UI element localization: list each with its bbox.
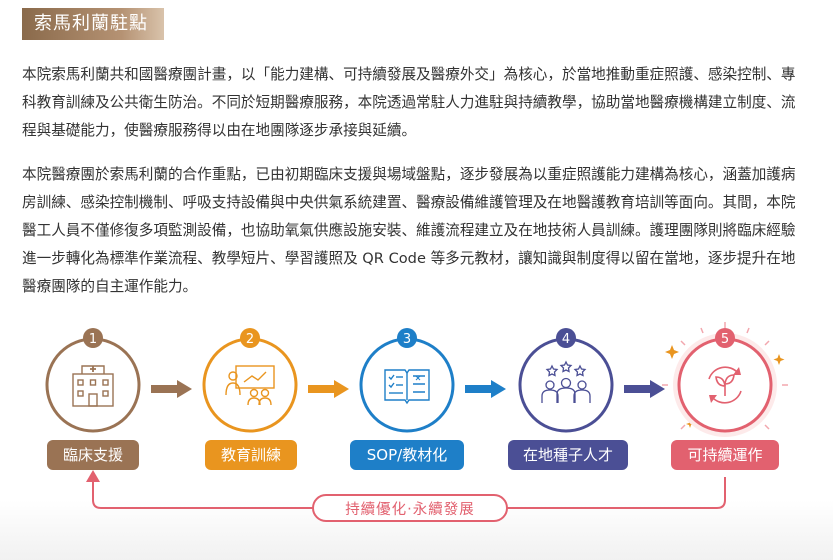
arrow-1-2 bbox=[151, 380, 192, 398]
step-1-number: 1 bbox=[89, 332, 97, 347]
section-title: 索馬利蘭駐點 bbox=[22, 8, 164, 40]
sustainability-icon bbox=[708, 366, 742, 404]
sparkle-icons bbox=[665, 345, 785, 428]
feedback-arrowhead bbox=[86, 470, 100, 482]
step-3-node bbox=[359, 328, 455, 433]
step-1-label: 臨床支援 bbox=[47, 440, 139, 470]
feedback-loop-label: 持續優化‧永續發展 bbox=[312, 494, 508, 522]
step-2-label: 教育訓練 bbox=[205, 440, 297, 470]
book-checklist-icon bbox=[384, 369, 430, 405]
step-4-label: 在地種子人才 bbox=[508, 440, 628, 470]
intro-paragraph: 本院索馬利蘭共和國醫療團計畫，以「能力建構、可持續發展及醫療外交」為核心，於當地… bbox=[22, 66, 796, 139]
hospital-icon bbox=[72, 365, 114, 407]
arrow-3-4 bbox=[465, 380, 506, 398]
step-2-number: 2 bbox=[246, 332, 254, 347]
step-1-node bbox=[45, 328, 141, 433]
arrow-2-3 bbox=[308, 380, 349, 398]
step-5-node bbox=[662, 322, 788, 437]
glow-rays bbox=[662, 322, 788, 430]
arrow-4-5 bbox=[624, 380, 665, 398]
step-5-label: 可持續運作 bbox=[671, 440, 779, 470]
step-5-number: 5 bbox=[721, 332, 729, 347]
step-2-node bbox=[202, 328, 298, 433]
step-4-number: 4 bbox=[562, 332, 570, 347]
teacher-icon bbox=[225, 365, 275, 406]
detail-paragraph: 本院醫療團於索馬利蘭的合作重點，已由初期臨床支援與場域盤點，逐步發展為以重症照護… bbox=[22, 166, 796, 295]
step-4-node bbox=[518, 328, 614, 433]
step-3-number: 3 bbox=[403, 332, 411, 347]
step-3-label: SOP/教材化 bbox=[350, 440, 464, 470]
team-stars-icon bbox=[541, 360, 591, 403]
